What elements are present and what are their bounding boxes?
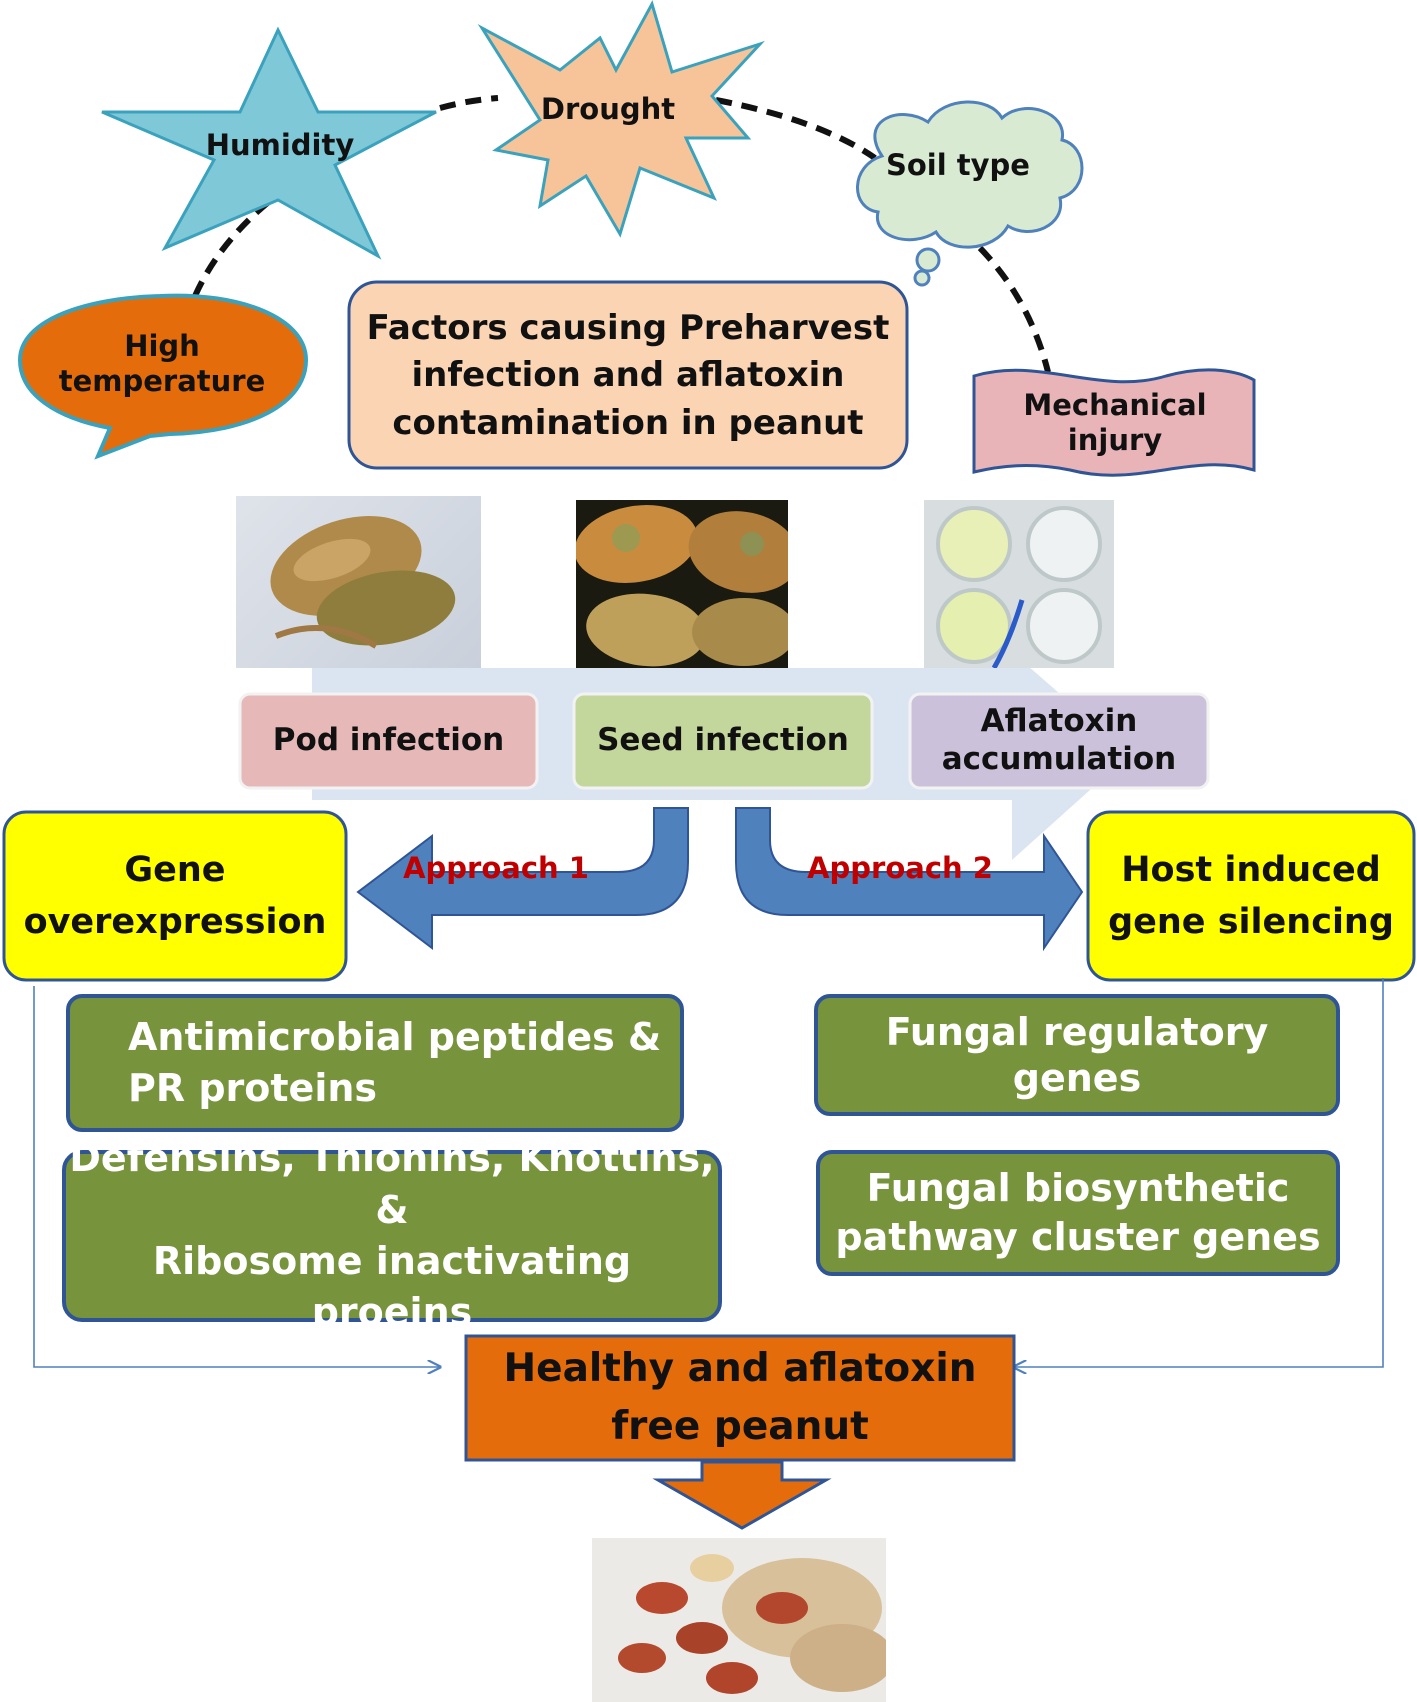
humidity-label: Humidity (205, 128, 355, 163)
pod-infection-label: Pod infection (272, 722, 505, 759)
mechanical-injury-label: Mechanical injury (1023, 387, 1207, 457)
host-induced-gene-silencing-label: Host induced gene silencing (1108, 849, 1394, 943)
approach-2-arrow (735, 807, 1084, 952)
gene-overexpression-box (2, 810, 348, 982)
aflatoxin-assay-photo (924, 500, 1114, 668)
outcome-label: Healthy and aflatoxin free peanut (503, 1345, 977, 1450)
soil-type-cloud-shape (856, 100, 1084, 287)
defensins-label: Defensins, Thionins, Knottins, & Ribosom… (69, 1136, 715, 1335)
humidity-star-shape (101, 26, 437, 260)
approach-1-outcome-connector (33, 986, 440, 1367)
fungal-biosynthetic-box (816, 1150, 1340, 1276)
seed-infection-box (572, 692, 874, 790)
outcome-down-arrow (652, 1460, 832, 1530)
antimicrobial-peptides-label: Antimicrobial peptides & PR proteins (128, 1014, 662, 1110)
soil-type-label: Soil type (886, 148, 1030, 183)
factors-title: Factors causing Preharvest infection and… (366, 307, 890, 443)
antimicrobial-peptides-box (66, 994, 684, 1132)
approach-1-label: Approach 1 (403, 851, 589, 886)
fungal-biosynthetic-label: Fungal biosynthetic pathway cluster gene… (835, 1165, 1321, 1259)
approach-2-label: Approach 2 (807, 851, 993, 886)
aflatoxin-accumulation-label: Aflatoxin accumulation (941, 703, 1177, 777)
drought-burst-shape (477, 0, 765, 238)
high-temperature-label: High temperature (58, 328, 266, 398)
infected-seed-photo (576, 500, 788, 668)
drought-label: Drought (540, 92, 676, 127)
high-temperature-bubble-shape (17, 293, 309, 460)
host-induced-gene-silencing-box (1086, 810, 1416, 982)
approach-2-outcome-connector (1014, 978, 1384, 1367)
gene-overexpression-label: Gene overexpression (23, 849, 327, 943)
infected-pod-photo (236, 496, 481, 668)
healthy-peanut-photo (592, 1538, 886, 1702)
defensins-box (62, 1150, 722, 1322)
approach-1-arrow (356, 807, 689, 951)
mechanical-injury-banner-shape (972, 368, 1256, 477)
pod-infection-box (238, 692, 539, 790)
outcome-box (464, 1334, 1016, 1462)
fungal-regulatory-genes-box (814, 994, 1340, 1116)
aflatoxin-accumulation-box (908, 692, 1210, 790)
seed-infection-label: Seed infection (597, 722, 849, 759)
fungal-regulatory-genes-label: Fungal regulatory genes (885, 1009, 1269, 1100)
factors-title-box (347, 280, 909, 470)
